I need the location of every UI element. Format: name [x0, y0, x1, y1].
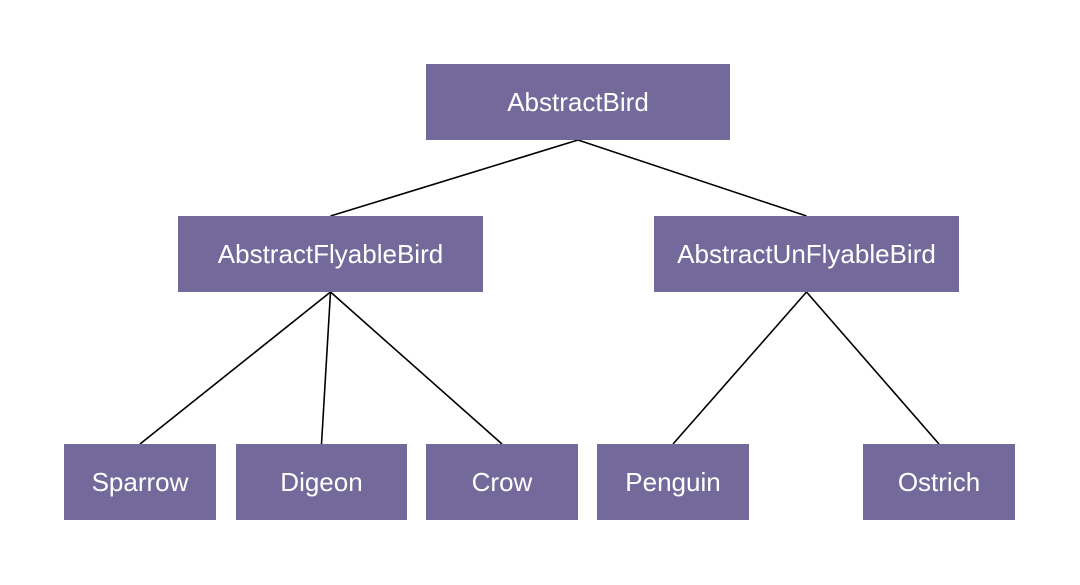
node-penguin: Penguin — [597, 444, 749, 520]
edge-root-unflyable — [577, 139, 807, 217]
node-label: Sparrow — [91, 466, 189, 497]
node-label: Penguin — [625, 466, 721, 497]
node-abstract-unflyable-bird: AbstractUnFlyableBird — [654, 216, 959, 292]
node-label: AbstractBird — [507, 86, 649, 117]
edge-unflyable-penguin — [672, 291, 808, 445]
node-ostrich: Ostrich — [863, 444, 1015, 520]
node-label: Ostrich — [897, 466, 981, 497]
node-label: AbstractFlyableBird — [217, 238, 444, 269]
node-sparrow: Sparrow — [64, 444, 216, 520]
edge-flyable-digeon — [320, 291, 332, 445]
edge-flyable-sparrow — [139, 291, 331, 445]
node-crow: Crow — [426, 444, 578, 520]
edge-root-flyable — [330, 139, 579, 217]
node-label: Digeon — [280, 466, 363, 497]
node-abstract-flyable-bird: AbstractFlyableBird — [178, 216, 483, 292]
node-label: Crow — [471, 466, 533, 497]
node-digeon: Digeon — [236, 444, 407, 520]
node-label: AbstractUnFlyableBird — [677, 238, 936, 269]
edge-unflyable-ostrich — [805, 291, 940, 445]
node-abstract-bird: AbstractBird — [426, 64, 730, 140]
edge-flyable-crow — [329, 291, 503, 445]
